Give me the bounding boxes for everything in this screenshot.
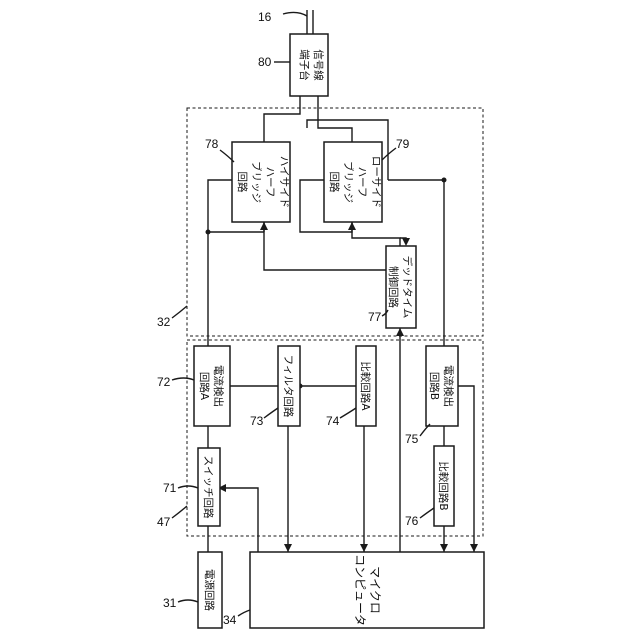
ref-78: 78	[205, 137, 219, 151]
micro-label-1: マイクロ	[368, 566, 382, 614]
ref-77: 77	[368, 310, 382, 324]
dead-time-label-2: 制御回路	[387, 266, 400, 308]
ref-47: 47	[157, 515, 171, 529]
filter-block: フィルタ回路	[278, 346, 300, 426]
low-side-label-4: 回路	[328, 172, 341, 193]
current-b-label-1: 電流検出	[442, 365, 455, 407]
low-side-label-3: ブリッジ	[342, 161, 355, 203]
high-side-half-bridge-block: ハイサイド ハーフ ブリッジ 回路	[232, 142, 290, 222]
terminal-block: 信号線 端子台	[290, 34, 328, 96]
compare-a-block: 比較回路A	[356, 346, 376, 426]
dead-time-control-block: デッドタイム 制御回路	[386, 246, 416, 328]
ref-76: 76	[405, 514, 419, 528]
current-a-label-2: 回路A	[198, 372, 211, 401]
high-side-label-2: ハーフ	[264, 167, 276, 198]
high-side-label-4: 回路	[236, 172, 249, 193]
terminal-label-2: 端子台	[298, 49, 311, 81]
ref-32: 32	[157, 315, 171, 329]
ref-79: 79	[396, 137, 410, 151]
micro-label-2: コンピュータ	[353, 554, 367, 626]
ref-71: 71	[163, 481, 177, 495]
ref-16: 16	[258, 10, 272, 24]
compare-b-block: 比較回路B	[434, 446, 454, 526]
power-block: 電源回路	[198, 552, 222, 628]
microcomputer-block: マイクロ コンピュータ	[250, 552, 484, 628]
ref-74: 74	[326, 414, 340, 428]
ref-72: 72	[157, 375, 171, 389]
compare-a-label: 比較回路A	[359, 361, 372, 411]
junction-dot	[206, 230, 211, 235]
ref-75: 75	[405, 432, 419, 446]
ref-31: 31	[163, 596, 177, 610]
junction-dot	[442, 178, 447, 183]
ref-73: 73	[250, 414, 264, 428]
current-detect-b-block: 電流検出 回路B	[426, 346, 458, 426]
power-label: 電源回路	[203, 569, 216, 611]
current-detect-a-block: 電流検出 回路A	[194, 346, 230, 426]
terminal-label-1: 信号線	[312, 49, 325, 81]
current-b-label-2: 回路B	[428, 372, 441, 400]
ref-80: 80	[258, 55, 272, 69]
compare-b-label: 比較回路B	[437, 461, 450, 510]
low-side-label-1: ローサイド	[370, 156, 382, 208]
high-side-label-3: ブリッジ	[250, 161, 263, 203]
current-a-label-1: 電流検出	[212, 365, 225, 407]
high-side-label-1: ハイサイド	[278, 156, 290, 208]
switch-block: スイッチ回路	[198, 448, 220, 526]
ref-34: 34	[223, 613, 237, 627]
low-side-label-2: ハーフ	[356, 167, 368, 198]
dead-time-label-1: デッドタイム	[401, 256, 414, 319]
low-side-half-bridge-block: ローサイド ハーフ ブリッジ 回路	[324, 142, 382, 222]
filter-label: フィルタ回路	[282, 355, 295, 418]
switch-label: スイッチ回路	[202, 456, 215, 519]
